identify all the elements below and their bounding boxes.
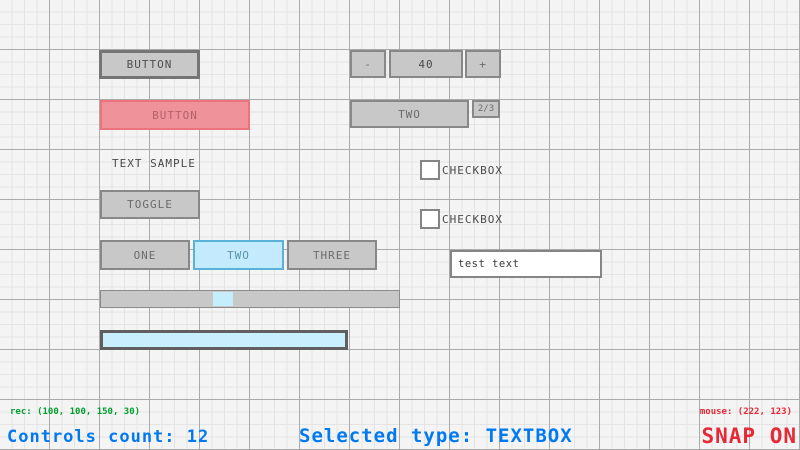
- spinner-minus-button[interactable]: -: [350, 50, 386, 78]
- status-selected-type: Selected type: TEXTBOX: [299, 425, 573, 447]
- status-controls-count: Controls count: 12: [7, 427, 210, 447]
- checkbox-1[interactable]: [420, 160, 440, 180]
- toggle-group-item-two-active[interactable]: TWO: [193, 240, 284, 270]
- slider-handle[interactable]: [213, 292, 233, 306]
- text-input[interactable]: test text: [450, 250, 602, 278]
- spinner-value-field[interactable]: 40: [389, 50, 463, 78]
- button-selected[interactable]: BUTTON: [100, 100, 250, 130]
- slider[interactable]: [100, 290, 400, 308]
- button-default[interactable]: BUTTON: [99, 50, 200, 79]
- combo-counter[interactable]: 2/3: [472, 100, 500, 118]
- toggle-button[interactable]: TOGGLE: [100, 190, 200, 219]
- checkbox-2[interactable]: [420, 209, 440, 229]
- status-rec-coords: rec: (100, 100, 150, 30): [10, 407, 141, 417]
- toggle-group-item-three[interactable]: THREE: [287, 240, 377, 270]
- status-mouse-coords: mouse: (222, 123): [699, 407, 792, 417]
- checkbox-2-label: CHECKBOX: [442, 213, 503, 226]
- combo-box[interactable]: TWO: [350, 100, 469, 128]
- spinner-plus-button[interactable]: +: [465, 50, 501, 78]
- text-sample-label: TEXT SAMPLE: [112, 157, 196, 170]
- checkbox-1-label: CHECKBOX: [442, 164, 503, 177]
- toggle-group-item-one[interactable]: ONE: [100, 240, 190, 270]
- progress-bar[interactable]: [100, 330, 348, 350]
- status-snap-indicator: SNAP ON: [701, 424, 797, 448]
